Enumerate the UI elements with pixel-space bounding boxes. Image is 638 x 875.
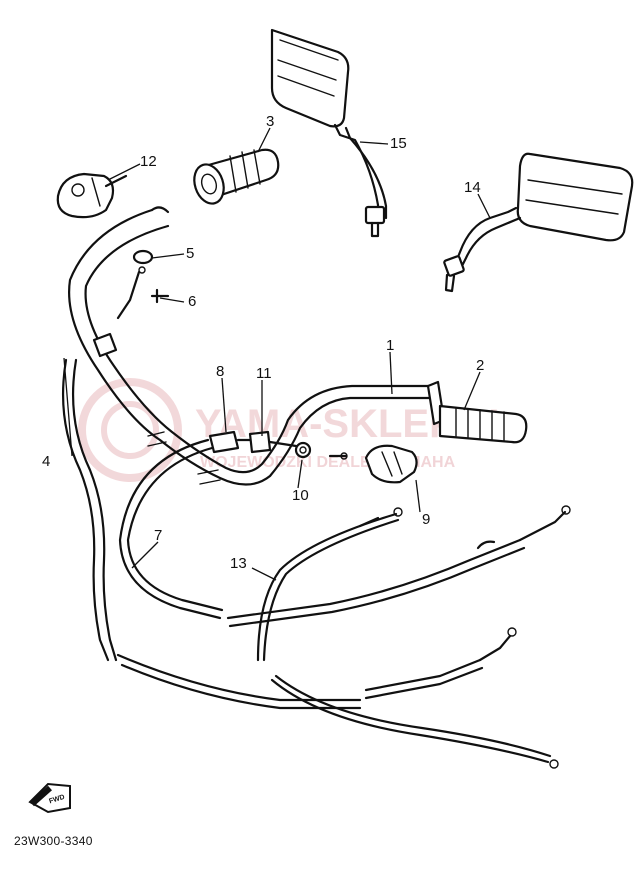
diagram-code: 23W300-3340 xyxy=(14,834,93,848)
throttle-grip xyxy=(193,148,280,205)
fwd-arrow-icon: FWD xyxy=(28,782,71,814)
screw-9 xyxy=(328,452,348,460)
callout-14: 14 xyxy=(464,179,481,196)
watermark-logo xyxy=(78,378,182,482)
throttle-cable-13 xyxy=(256,507,403,662)
handlebar-grip xyxy=(426,380,528,444)
callout-2: 2 xyxy=(476,357,484,374)
cable-holder xyxy=(364,444,418,484)
brake-cable xyxy=(270,674,559,769)
cable-adjuster-small xyxy=(116,249,154,320)
handlebar xyxy=(68,206,432,486)
leader-lines xyxy=(63,127,491,581)
clutch-cable xyxy=(61,358,517,710)
callout-7: 7 xyxy=(154,527,162,544)
fwd-label: FWD xyxy=(48,794,65,806)
left-mirror xyxy=(270,28,388,238)
callout-9: 9 xyxy=(422,511,430,528)
cable-adjuster-assembly xyxy=(208,430,312,459)
callout-1: 1 xyxy=(386,337,394,354)
callout-15: 15 xyxy=(390,135,407,152)
callout-12: 12 xyxy=(140,153,157,170)
right-mirror xyxy=(443,152,634,293)
callout-6: 6 xyxy=(188,293,196,310)
callout-3: 3 xyxy=(266,113,274,130)
cable-7 xyxy=(118,438,571,628)
callout-5: 5 xyxy=(186,245,194,262)
callout-8: 8 xyxy=(216,363,224,380)
callout-11: 11 xyxy=(256,365,272,382)
callout-13: 13 xyxy=(230,555,247,572)
screw-small xyxy=(150,288,170,304)
callout-10: 10 xyxy=(292,487,309,504)
callout-4: 4 xyxy=(42,453,50,470)
throttle-housing xyxy=(56,172,128,219)
callouts: 1 2 3 4 5 6 7 8 9 10 11 12 13 14 15 xyxy=(42,113,484,572)
